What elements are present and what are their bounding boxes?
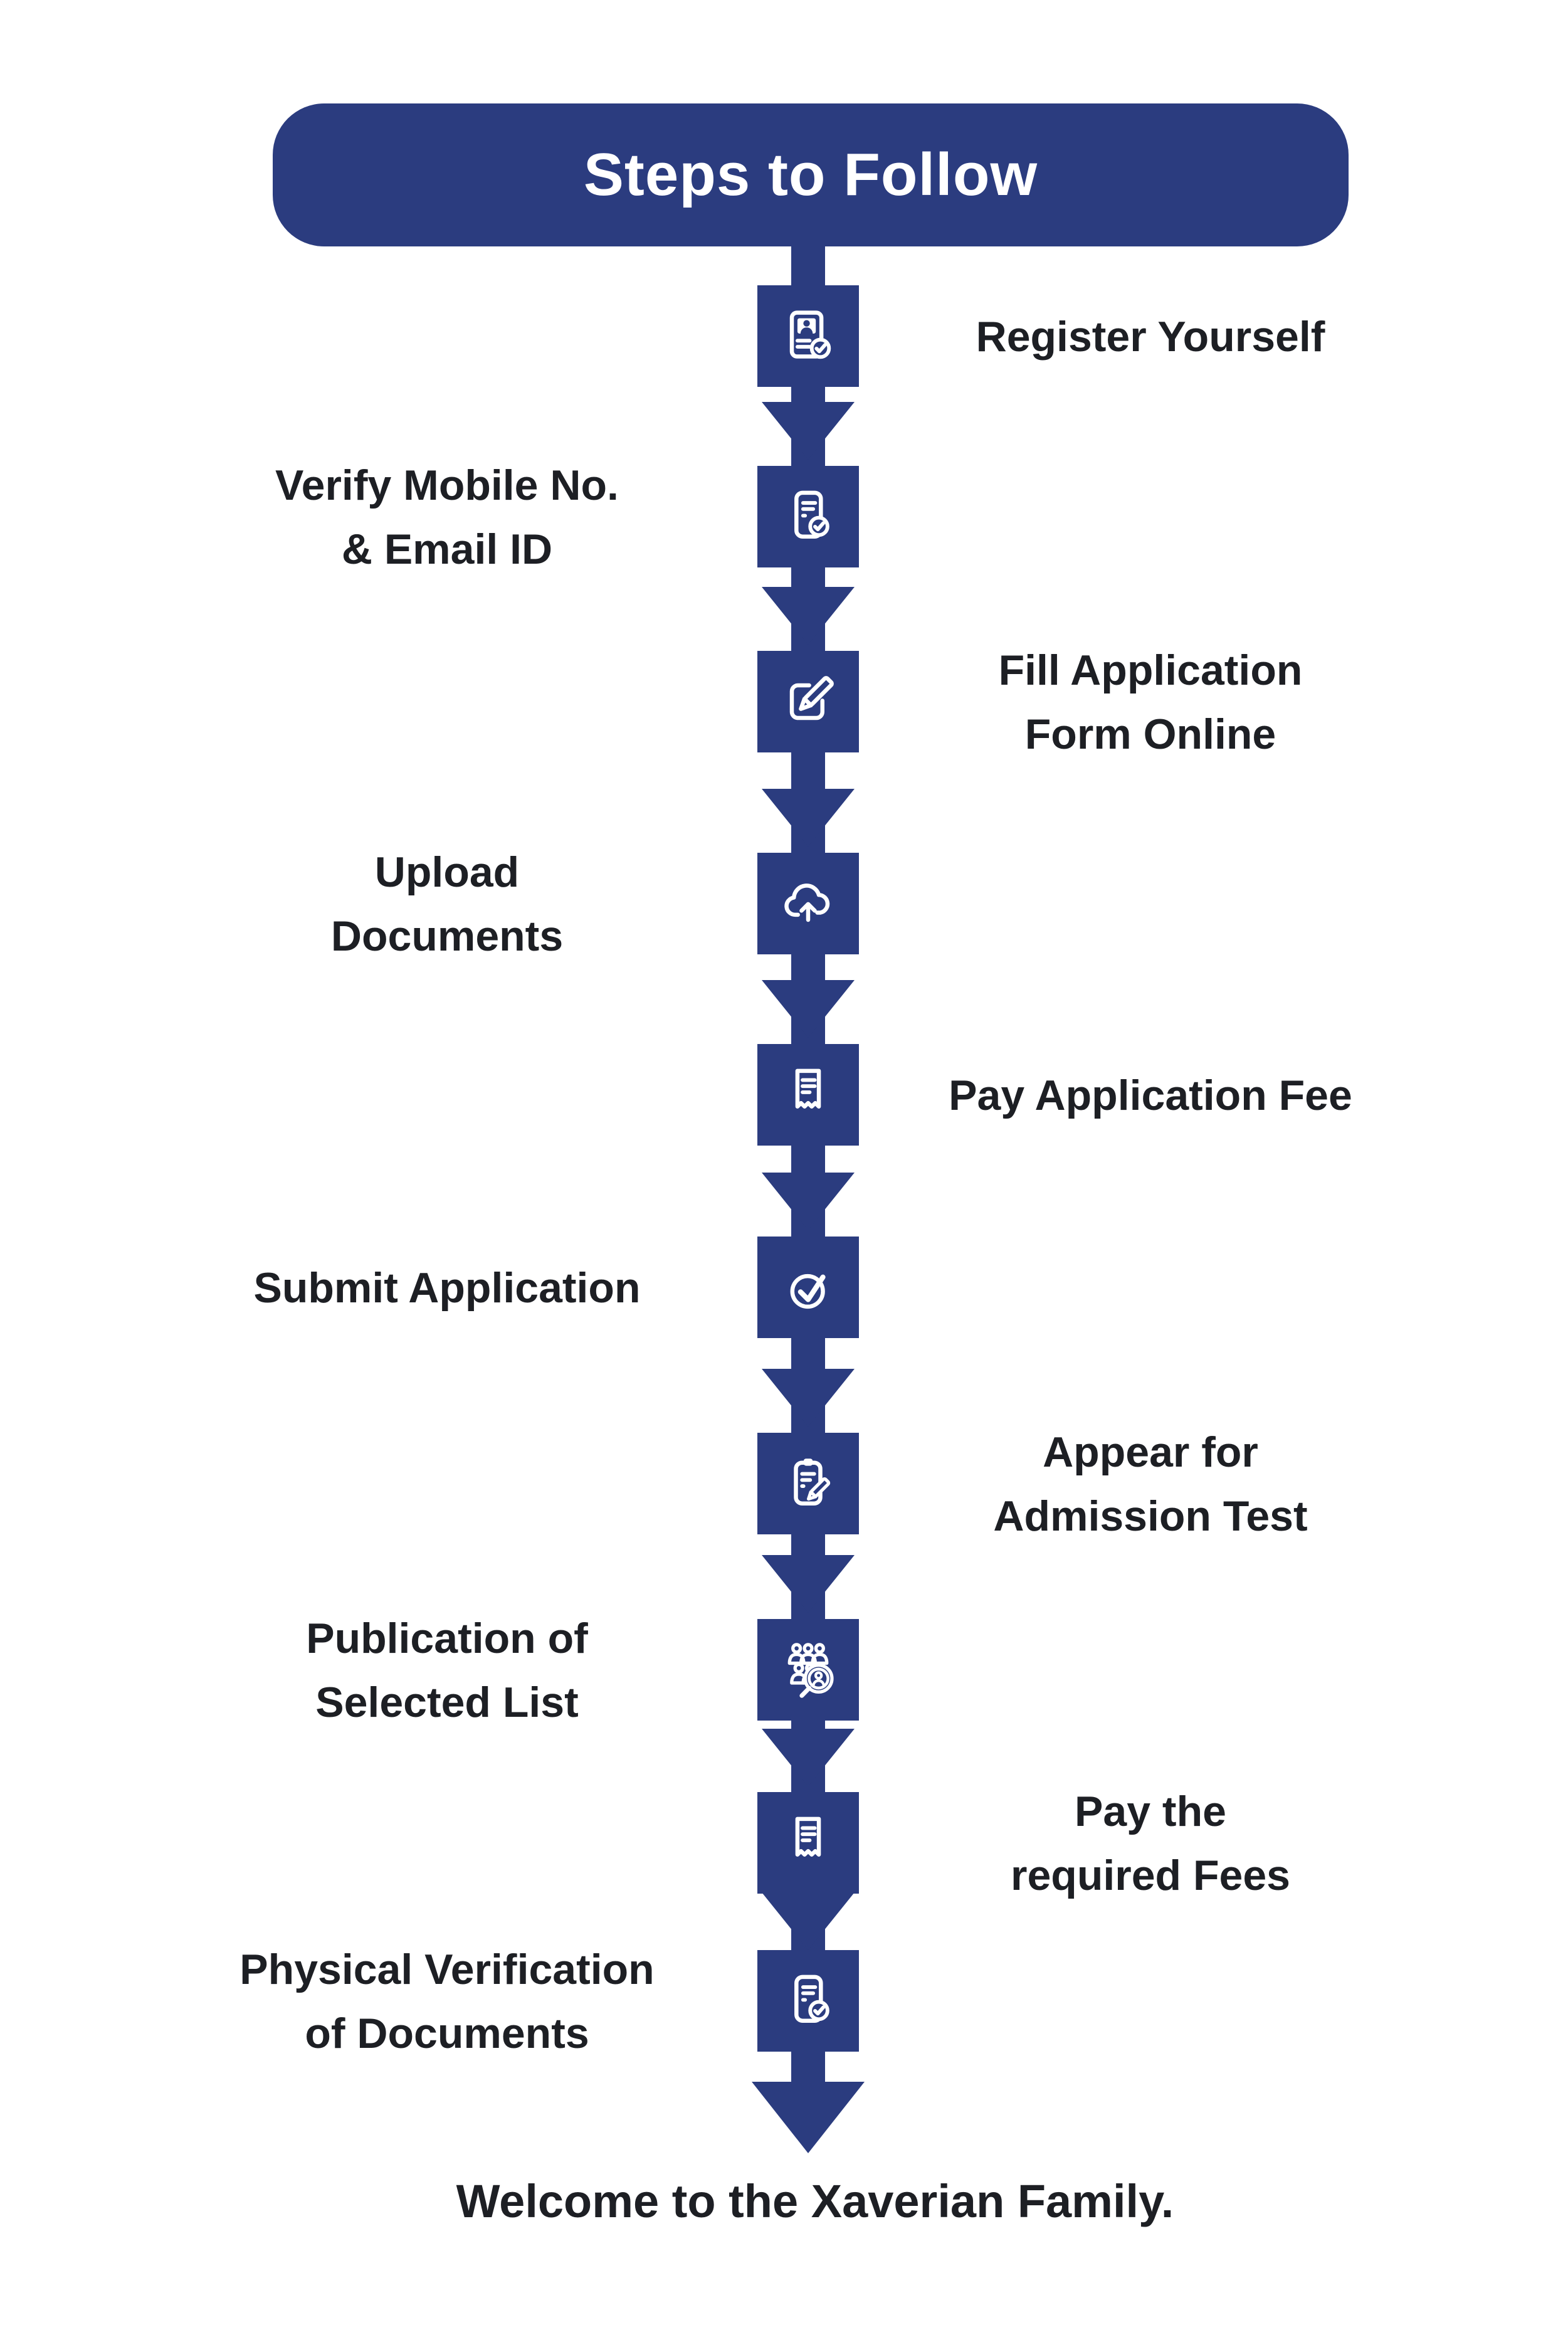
receipt-icon <box>795 1817 821 1857</box>
step-label: Verify Mobile No. & Email ID <box>275 461 619 573</box>
document-check-icon <box>794 490 829 539</box>
flow-arrow <box>762 1555 855 1613</box>
flow-arrow <box>762 402 855 460</box>
step-icon-box <box>757 1044 859 1146</box>
document-check-icon <box>794 1975 829 2023</box>
step-label: Pay the required Fees <box>1011 1788 1290 1899</box>
step-label: Register Yourself <box>976 313 1325 361</box>
title-banner: Steps to Follow <box>273 103 1349 246</box>
clipboard-pencil-icon <box>794 1458 831 1506</box>
step-icon-box <box>757 1619 859 1721</box>
step-icon-box <box>757 1433 859 1534</box>
step-icon-box <box>757 285 859 387</box>
step-label: Upload Documents <box>330 848 564 960</box>
flow-arrow <box>762 1173 855 1230</box>
step-icon-box <box>757 853 859 954</box>
step-label: Physical Verification of Documents <box>239 1946 655 2057</box>
step-icon-box <box>757 1237 859 1338</box>
welcome-text: Welcome to the Xaverian Family. <box>456 2175 1174 2227</box>
step-label: Pay Application Fee <box>949 1072 1352 1119</box>
page-title: Steps to Follow <box>583 141 1038 208</box>
step-label: Fill Application Form Online <box>998 646 1303 758</box>
id-card-icon <box>789 310 831 359</box>
check-circle-icon <box>790 1274 826 1309</box>
flow-arrow <box>762 980 855 1038</box>
flow-arrow <box>762 1729 855 1786</box>
people-search-icon <box>787 1643 834 1698</box>
flow-arrow <box>762 587 855 645</box>
step-icon-box <box>757 466 859 567</box>
flow-arrow <box>762 1369 855 1426</box>
step-icon-box <box>757 1950 859 2052</box>
flow-arrow-final <box>752 2082 865 2153</box>
cloud-upload-icon <box>784 883 830 922</box>
receipt-icon <box>795 1068 821 1109</box>
edit-icon <box>789 676 834 720</box>
step-label: Appear for Admission Test <box>993 1428 1308 1540</box>
step-label: Publication of Selected List <box>306 1615 588 1726</box>
flow-arrow <box>762 1892 855 1950</box>
step-label: Submit Application <box>253 1264 641 1312</box>
step-icon-box <box>757 651 859 752</box>
flow-arrow <box>762 789 855 846</box>
step-icon-box <box>757 1792 859 1894</box>
